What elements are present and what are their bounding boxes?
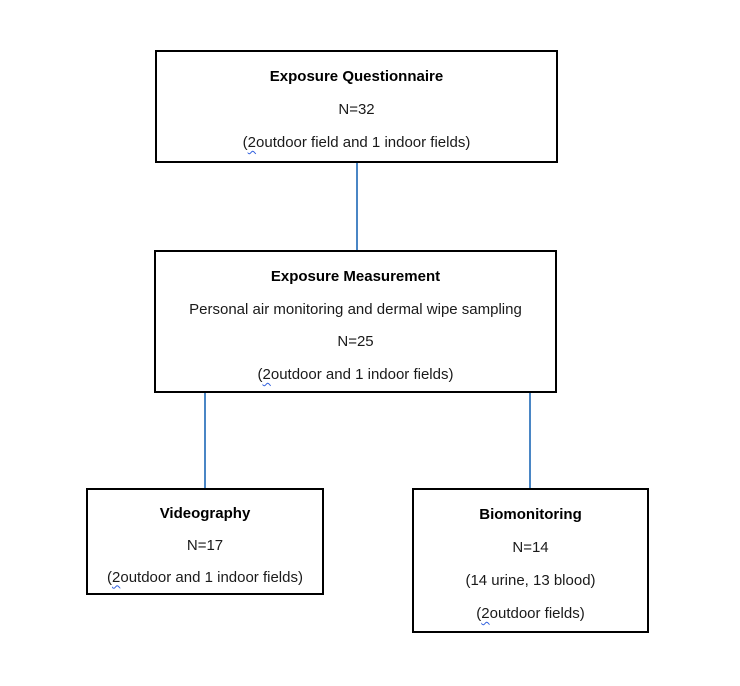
connector-measurement-biomonitoring [529, 393, 531, 488]
box-n-value: N=14 [512, 539, 549, 556]
detail-rest: outdoor and 1 indoor fields) [270, 366, 454, 384]
detail-number-squiggle: 2 [262, 366, 271, 384]
detail-open: ( [242, 134, 248, 151]
detail-rest: outdoor and 1 indoor fields) [120, 568, 303, 586]
box-title: Biomonitoring [479, 506, 582, 523]
box-detail: (2 outdoor and 1 indoor fields) [107, 561, 303, 593]
box-n-value: N=17 [186, 537, 224, 554]
box-detail: (2 outdoor field and 1 indoor fields) [243, 126, 471, 159]
connector-measurement-videography [204, 393, 206, 488]
detail-open: ( [257, 366, 263, 384]
box-title: Exposure Measurement [270, 267, 441, 285]
box-n-value: N=32 [338, 101, 375, 118]
detail-open: ( [107, 568, 113, 586]
detail-rest: outdoor field and 1 indoor fields) [256, 134, 471, 151]
box-title: Exposure Questionnaire [269, 68, 444, 85]
detail-number-squiggle: 2 [112, 568, 121, 586]
box-n-value: N=25 [337, 333, 374, 351]
box-subtitle: Personal air monitoring and dermal wipe … [189, 300, 522, 318]
box-detail: (2 outdoor fields) [476, 597, 584, 630]
detail-rest: outdoor fields) [489, 605, 585, 622]
box-detail: (2 outdoor and 1 indoor fields) [258, 358, 454, 391]
box-videography: Videography N=17 (2 outdoor and 1 indoor… [86, 488, 324, 595]
connector-questionnaire-measurement [356, 163, 358, 250]
box-exposure-questionnaire: Exposure Questionnaire N=32 (2 outdoor f… [155, 50, 558, 163]
detail-open: ( [476, 605, 482, 622]
box-biomonitoring: Biomonitoring N=14 (14 urine, 13 blood) … [412, 488, 649, 633]
box-title: Videography [159, 505, 251, 523]
detail-number-squiggle: 2 [247, 134, 257, 151]
box-exposure-measurement: Exposure Measurement Personal air monito… [154, 250, 557, 393]
detail-number-squiggle: 2 [481, 605, 490, 622]
box-samples: (14 urine, 13 blood) [465, 572, 596, 589]
